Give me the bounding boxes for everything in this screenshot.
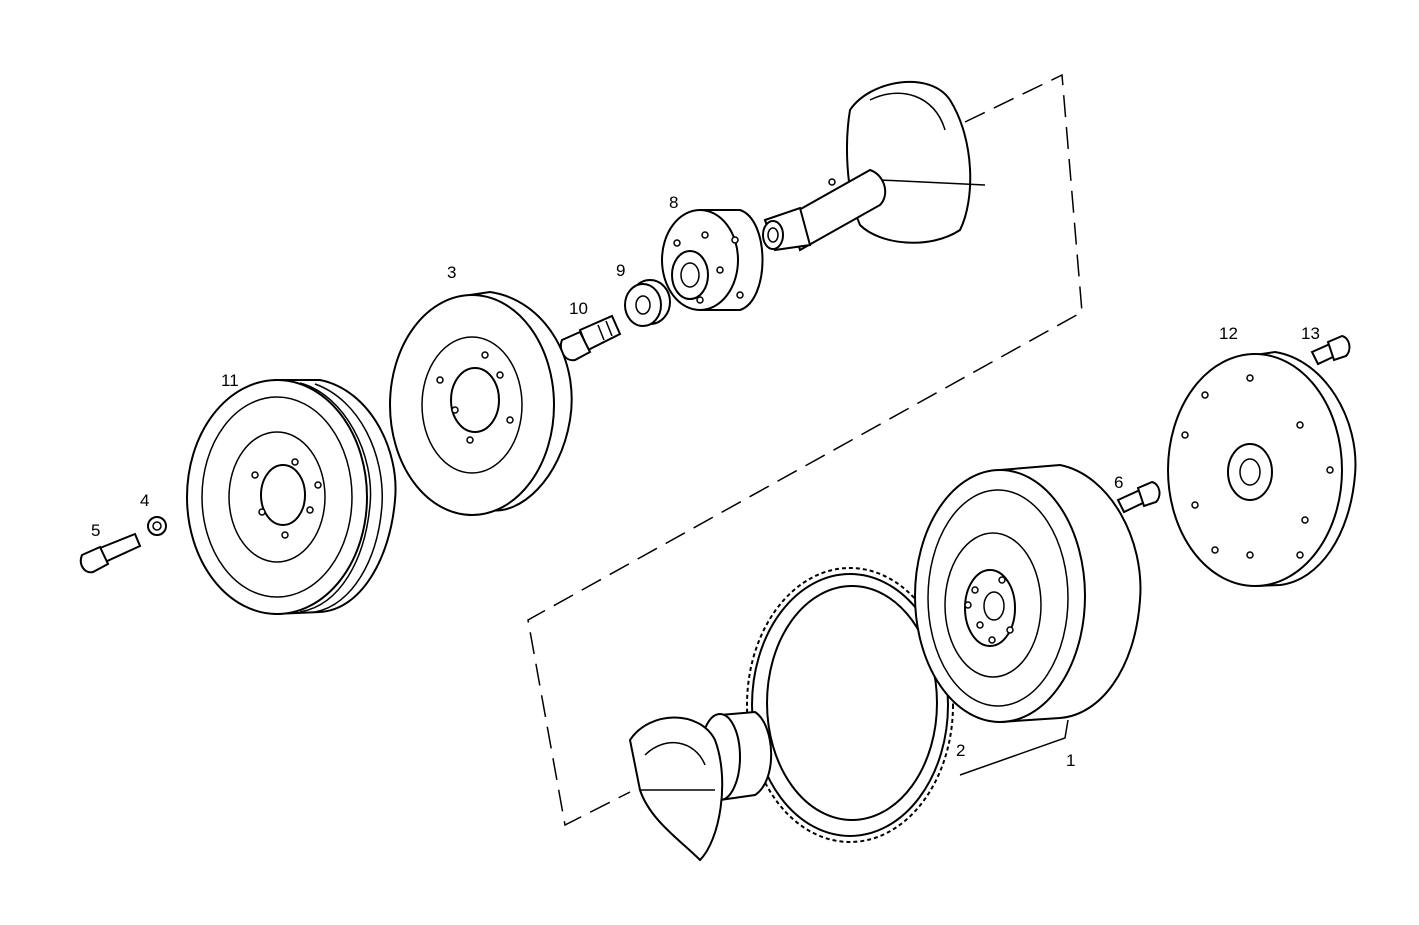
callout-6: 6 (1114, 473, 1124, 492)
crankshaft-rear-end (628, 710, 773, 862)
part-13-bolt (1310, 334, 1351, 366)
part-2-ring-gear (746, 567, 954, 843)
callout-2: 2 (956, 741, 966, 760)
callout-4: 4 (140, 491, 150, 510)
leader-line-1-2 (959, 719, 1069, 776)
callout-12: 12 (1219, 324, 1238, 343)
part-3-disc (389, 290, 573, 517)
part-11-pulley (186, 379, 397, 616)
part-6-bolt (1116, 480, 1161, 514)
part-9-washer (624, 279, 671, 327)
callout-3: 3 (447, 263, 457, 282)
part-4-washer (147, 516, 167, 536)
callout-1: 1 (1066, 751, 1076, 770)
assembly-guide-dashed-line (527, 73, 1083, 827)
crankshaft-front-end (762, 80, 986, 252)
callout-5: 5 (91, 521, 101, 540)
callout-9: 9 (616, 261, 626, 280)
callout-11: 11 (221, 371, 239, 390)
callout-10: 10 (569, 299, 588, 318)
part-1-flywheel (914, 463, 1142, 724)
part-10-bolt (559, 314, 622, 362)
part-12-flex-plate (1167, 350, 1357, 588)
part-5-bolt (79, 532, 142, 574)
callout-13: 13 (1301, 324, 1320, 343)
callout-8: 8 (669, 193, 679, 212)
part-8-hub (661, 209, 764, 311)
